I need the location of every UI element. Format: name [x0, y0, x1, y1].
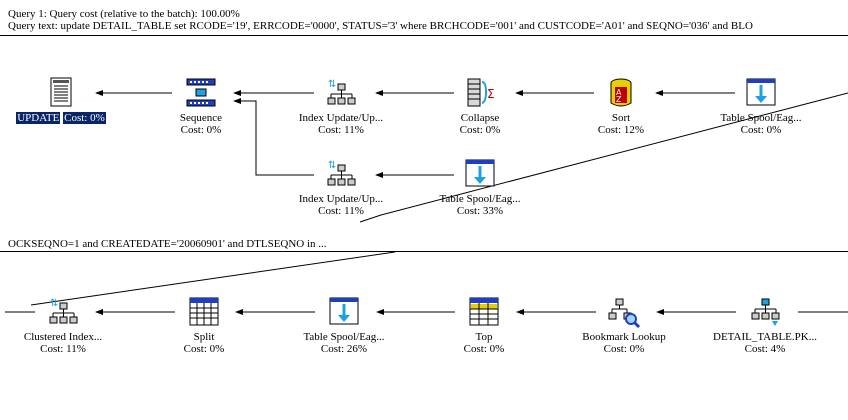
node-cost: Cost: 4% [744, 343, 786, 355]
node-label: Index Update/Up... [298, 193, 384, 205]
plan-node-index-update-2[interactable]: ⇅ Index Update/Up... Cost: 11% [281, 157, 401, 217]
plan-node-table-spool-3[interactable]: Table Spool/Eag... Cost: 26% [284, 295, 404, 355]
node-cost: Cost: 12% [597, 124, 645, 136]
node-cost: Cost: 0% [183, 343, 225, 355]
plan-node-sort[interactable]: A Z Sort Cost: 12% [561, 76, 681, 136]
node-label: Clustered Index... [23, 331, 103, 343]
table-spool-icon [463, 157, 497, 191]
split-icon [187, 295, 221, 329]
index-update-icon: ⇅ [324, 76, 358, 110]
node-label: DETAIL_TABLE.PK... [713, 331, 817, 343]
table-spool-icon [327, 295, 361, 329]
connector-wrap-bottom [30, 251, 396, 306]
plan-node-table-spool-2[interactable]: Table Spool/Eag... Cost: 33% [420, 157, 540, 217]
svg-text:⇅: ⇅ [328, 160, 336, 171]
query-text-continuation: OCKSEQNO=1 and CREATEDATE='20060901' and… [8, 238, 327, 250]
sort-icon: A Z [604, 76, 638, 110]
top-icon [467, 295, 501, 329]
index-seek-icon [748, 295, 782, 329]
node-label: Table Spool/Eag... [720, 112, 802, 124]
query-cost-line: Query 1: Query cost (relative to the bat… [8, 8, 240, 20]
table-spool-icon [744, 76, 778, 110]
node-label: UPDATE [16, 112, 61, 124]
node-label: Table Spool/Eag... [303, 331, 385, 343]
node-cost: Cost: 0% [63, 112, 106, 124]
node-label: Collapse [460, 112, 500, 124]
query-text-line: Query text: update DETAIL_TABLE set RCOD… [8, 20, 753, 32]
top-divider [0, 35, 848, 36]
svg-text:⇅: ⇅ [50, 298, 58, 309]
plan-node-top[interactable]: Top Cost: 0% [424, 295, 544, 355]
connector-branch-index-update-sequence [233, 98, 314, 176]
plan-node-bookmark-lookup[interactable]: Bookmark Lookup Cost: 0% [564, 295, 684, 355]
middle-divider [0, 251, 848, 252]
node-label: Top [475, 331, 493, 343]
node-cost: Cost: 11% [318, 124, 364, 136]
node-cost: Cost: 33% [456, 205, 504, 217]
node-label: Table Spool/Eag... [439, 193, 521, 205]
plan-node-index-seek[interactable]: DETAIL_TABLE.PK... Cost: 4% [705, 295, 825, 355]
node-cost: Cost: 0% [740, 124, 782, 136]
collapse-icon: Σ [463, 76, 497, 110]
plan-node-split[interactable]: Split Cost: 0% [144, 295, 264, 355]
svg-text:Z: Z [616, 95, 622, 104]
node-label: Split [193, 331, 215, 343]
node-label: Bookmark Lookup [582, 331, 666, 343]
node-label: Sort [611, 112, 631, 124]
bookmark-lookup-icon [607, 295, 641, 329]
update-icon [44, 76, 78, 110]
connector-wrap-top [359, 92, 848, 223]
clustered-index-icon: ⇅ [46, 295, 80, 329]
plan-node-collapse[interactable]: Σ Collapse Cost: 0% [420, 76, 540, 136]
node-cost: Cost: 26% [320, 343, 368, 355]
svg-text:Σ: Σ [487, 87, 495, 101]
plan-node-update[interactable]: UPDATE Cost: 0% [1, 76, 121, 124]
node-cost: Cost: 0% [603, 343, 645, 355]
node-cost: Cost: 0% [180, 124, 222, 136]
index-update-icon: ⇅ [324, 157, 358, 191]
sequence-icon [184, 76, 218, 110]
svg-text:⇅: ⇅ [328, 79, 336, 90]
plan-node-index-update-1[interactable]: ⇅ Index Update/Up... Cost: 11% [281, 76, 401, 136]
node-cost: Cost: 11% [318, 205, 364, 217]
svg-text:A: A [616, 88, 622, 97]
node-label: Index Update/Up... [298, 112, 384, 124]
node-label: Sequence [179, 112, 223, 124]
plan-node-table-spool-1[interactable]: Table Spool/Eag... Cost: 0% [701, 76, 821, 136]
node-cost: Cost: 11% [40, 343, 86, 355]
plan-node-clustered-index[interactable]: ⇅ Clustered Index... Cost: 11% [3, 295, 123, 355]
node-cost: Cost: 0% [459, 124, 501, 136]
plan-node-sequence[interactable]: Sequence Cost: 0% [141, 76, 261, 136]
node-cost: Cost: 0% [463, 343, 505, 355]
